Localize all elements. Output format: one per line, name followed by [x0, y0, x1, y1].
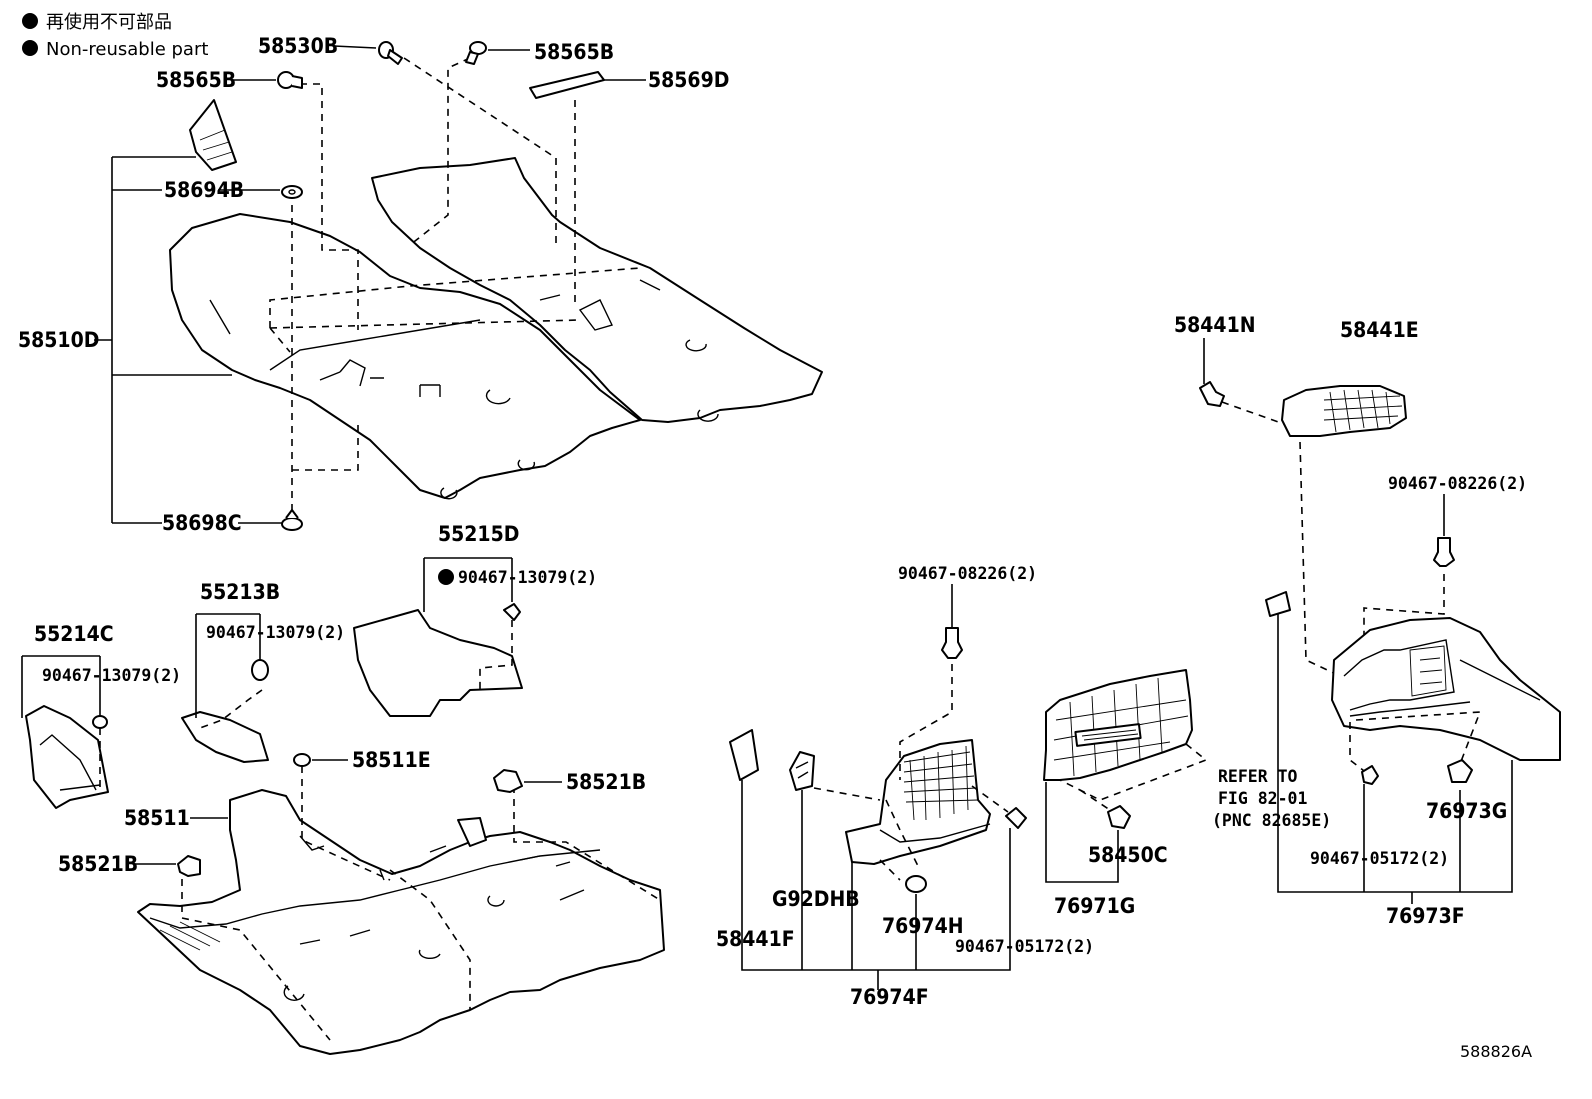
- label-90467-05172-mid: 90467-05172(2): [955, 937, 1094, 956]
- label-58694b: 58694B: [164, 178, 244, 202]
- refer-line-2: FIG 82-01: [1218, 789, 1307, 808]
- label-76974f: 76974F: [850, 985, 929, 1009]
- side-trim-76974f-group: [729, 627, 1027, 893]
- silencer-pad-55213b: [181, 659, 269, 763]
- label-58511: 58511: [124, 806, 190, 830]
- clip-90467-05172-right-icon: [1361, 765, 1379, 785]
- clip-58565b-top-icon: [465, 41, 487, 65]
- rear-fasteners: [177, 753, 523, 877]
- clip-58698c-icon: [281, 509, 303, 531]
- rear-floor-carpet: [137, 789, 665, 1055]
- label-58510d: 58510D: [18, 328, 99, 352]
- clip-58694b-icon: [281, 185, 303, 199]
- label-76973g: 76973G: [1426, 799, 1507, 823]
- card-refer-icon: [1265, 591, 1291, 617]
- label-58521b-right: 58521B: [566, 770, 646, 794]
- label-58441e: 58441E: [1340, 318, 1419, 342]
- label-55213b: 55213B: [200, 580, 280, 604]
- luggage-trim-76971g: [1043, 669, 1208, 883]
- legend-english: Non-reusable part: [46, 39, 208, 60]
- legend-japanese: 再使用不可部品: [46, 12, 172, 33]
- bracket-g92dhb: [789, 751, 815, 791]
- label-55215d: 55215D: [438, 522, 519, 546]
- label-90467-13079-a: 90467-13079(2): [458, 568, 597, 587]
- bolt-90467-08226-mid-icon: [941, 627, 963, 659]
- label-58569d: 58569D: [648, 68, 729, 92]
- label-58521b-left: 58521B: [58, 852, 138, 876]
- refer-line-1: REFER TO: [1218, 767, 1298, 786]
- label-90467-08226-mid: 90467-08226(2): [898, 564, 1037, 583]
- label-58565b-top: 58565B: [534, 40, 614, 64]
- retainer-58441n-icon: [1199, 381, 1225, 407]
- retainer-58521b-right-icon: [493, 769, 523, 793]
- label-76971g: 76971G: [1054, 894, 1135, 918]
- middle-leaders: [741, 584, 1011, 990]
- cover-58441e: [1281, 385, 1407, 437]
- label-90467-05172-right: 90467-05172(2): [1310, 849, 1449, 868]
- label-58511e: 58511E: [352, 748, 431, 772]
- clip-58565b-left-icon: [277, 71, 303, 89]
- front-floor-carpet-rear: [371, 157, 823, 423]
- label-g92dhb: G92DHB: [772, 887, 860, 911]
- label-58450c: 58450C: [1088, 843, 1168, 867]
- label-58441f: 58441F: [716, 927, 795, 951]
- label-90467-08226-right: 90467-08226(2): [1388, 474, 1527, 493]
- retainer-58521b-left-icon: [177, 855, 201, 877]
- plate-58569d-icon: [529, 71, 605, 99]
- label-76974h: 76974H: [882, 914, 964, 938]
- silencer-pad-55214c: [25, 705, 109, 809]
- legend-bullet-icon: [22, 13, 38, 29]
- refer-line-3: (PNC 82685E): [1212, 811, 1331, 830]
- clip-58450c-icon: [1107, 805, 1131, 829]
- silencer-pad-55215d: [353, 603, 523, 717]
- clip-76974h-icon: [905, 875, 927, 893]
- bolt-90467-08226-right-icon: [1433, 537, 1455, 567]
- right-leaders: [1203, 338, 1513, 904]
- label-90467-13079-c: 90467-13079(2): [42, 666, 181, 685]
- label-58441n: 58441N: [1174, 313, 1256, 337]
- silencer-leaders: [21, 557, 513, 718]
- non-reusable-bullet-icon: [438, 569, 454, 585]
- label-58530b: 58530B: [258, 34, 338, 58]
- label-90467-13079-b: 90467-13079(2): [206, 623, 345, 642]
- clip-58530b-icon: [378, 41, 403, 65]
- label-58698c: 58698C: [162, 511, 242, 535]
- label-58565b-left: 58565B: [156, 68, 236, 92]
- legend-bullet-icon: [22, 40, 38, 56]
- front-floor-carpet-front: [169, 213, 641, 499]
- front-carpet-dashes: [269, 57, 641, 520]
- legend: 再使用不可部品 Non-reusable part: [22, 12, 208, 60]
- luggage-side-76973f-group: [1199, 381, 1561, 785]
- rear-carpet-dashes: [181, 766, 661, 1041]
- rear-leaders: [134, 759, 562, 865]
- front-floor-carpet-assembly: [169, 99, 823, 500]
- figure-id: 588826A: [1460, 1042, 1532, 1061]
- middle-dashes: [813, 664, 1009, 881]
- label-76973f: 76973F: [1386, 904, 1465, 928]
- clip-76973g-icon: [1447, 759, 1473, 783]
- clip-58511e-icon: [293, 753, 311, 767]
- cover-58441f: [729, 729, 759, 781]
- label-55214c: 55214C: [34, 622, 114, 646]
- top-leaders: [94, 45, 646, 524]
